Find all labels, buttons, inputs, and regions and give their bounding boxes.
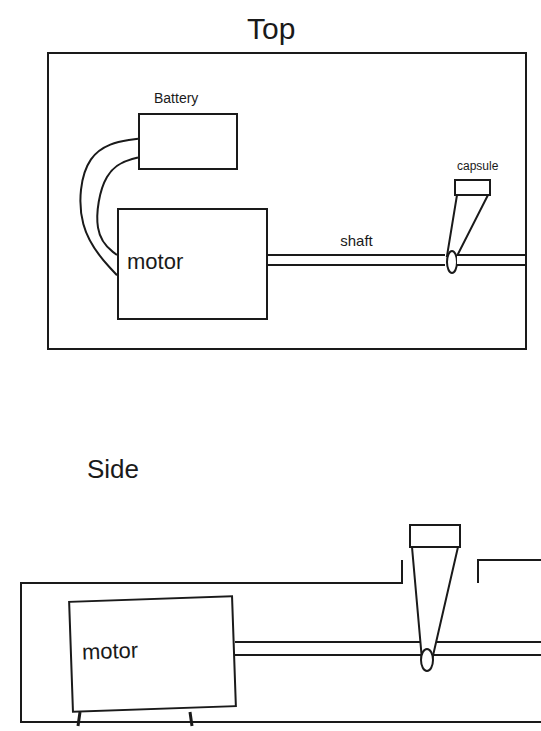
motor-leg bbox=[78, 712, 192, 726]
capsule-cap bbox=[410, 525, 460, 547]
node-label: Side bbox=[87, 455, 139, 484]
motor-box: motor bbox=[68, 595, 237, 713]
shaft-core bbox=[457, 256, 525, 264]
node-label: capsule bbox=[457, 160, 498, 173]
slot-edge bbox=[436, 560, 438, 590]
capsule-tip bbox=[421, 649, 433, 671]
capsule-body bbox=[412, 547, 458, 660]
frame-edge bbox=[478, 560, 541, 583]
capsule-tip bbox=[447, 251, 457, 273]
edge-label: shaft bbox=[340, 232, 373, 249]
motor-box: motor bbox=[117, 208, 268, 320]
top-view-frame: BatterymotorcapsuleTop bbox=[47, 52, 527, 350]
side-view-frame: motorSide bbox=[20, 583, 541, 723]
battery-box: Battery bbox=[138, 113, 238, 170]
capsule-cap bbox=[455, 180, 490, 195]
capsule-body bbox=[447, 195, 488, 256]
node-label: motor bbox=[81, 639, 138, 665]
node-label: Top bbox=[247, 12, 295, 45]
shaft bbox=[268, 254, 445, 266]
node-label: motor bbox=[127, 250, 183, 274]
shaft-core bbox=[268, 256, 445, 264]
node-label: Battery bbox=[154, 91, 198, 106]
frame-edge bbox=[20, 560, 402, 583]
capsule-outline bbox=[445, 180, 490, 280]
shaft-line bbox=[235, 642, 541, 655]
shaft-line bbox=[457, 254, 525, 266]
capsule-shape: capsule bbox=[445, 180, 490, 280]
